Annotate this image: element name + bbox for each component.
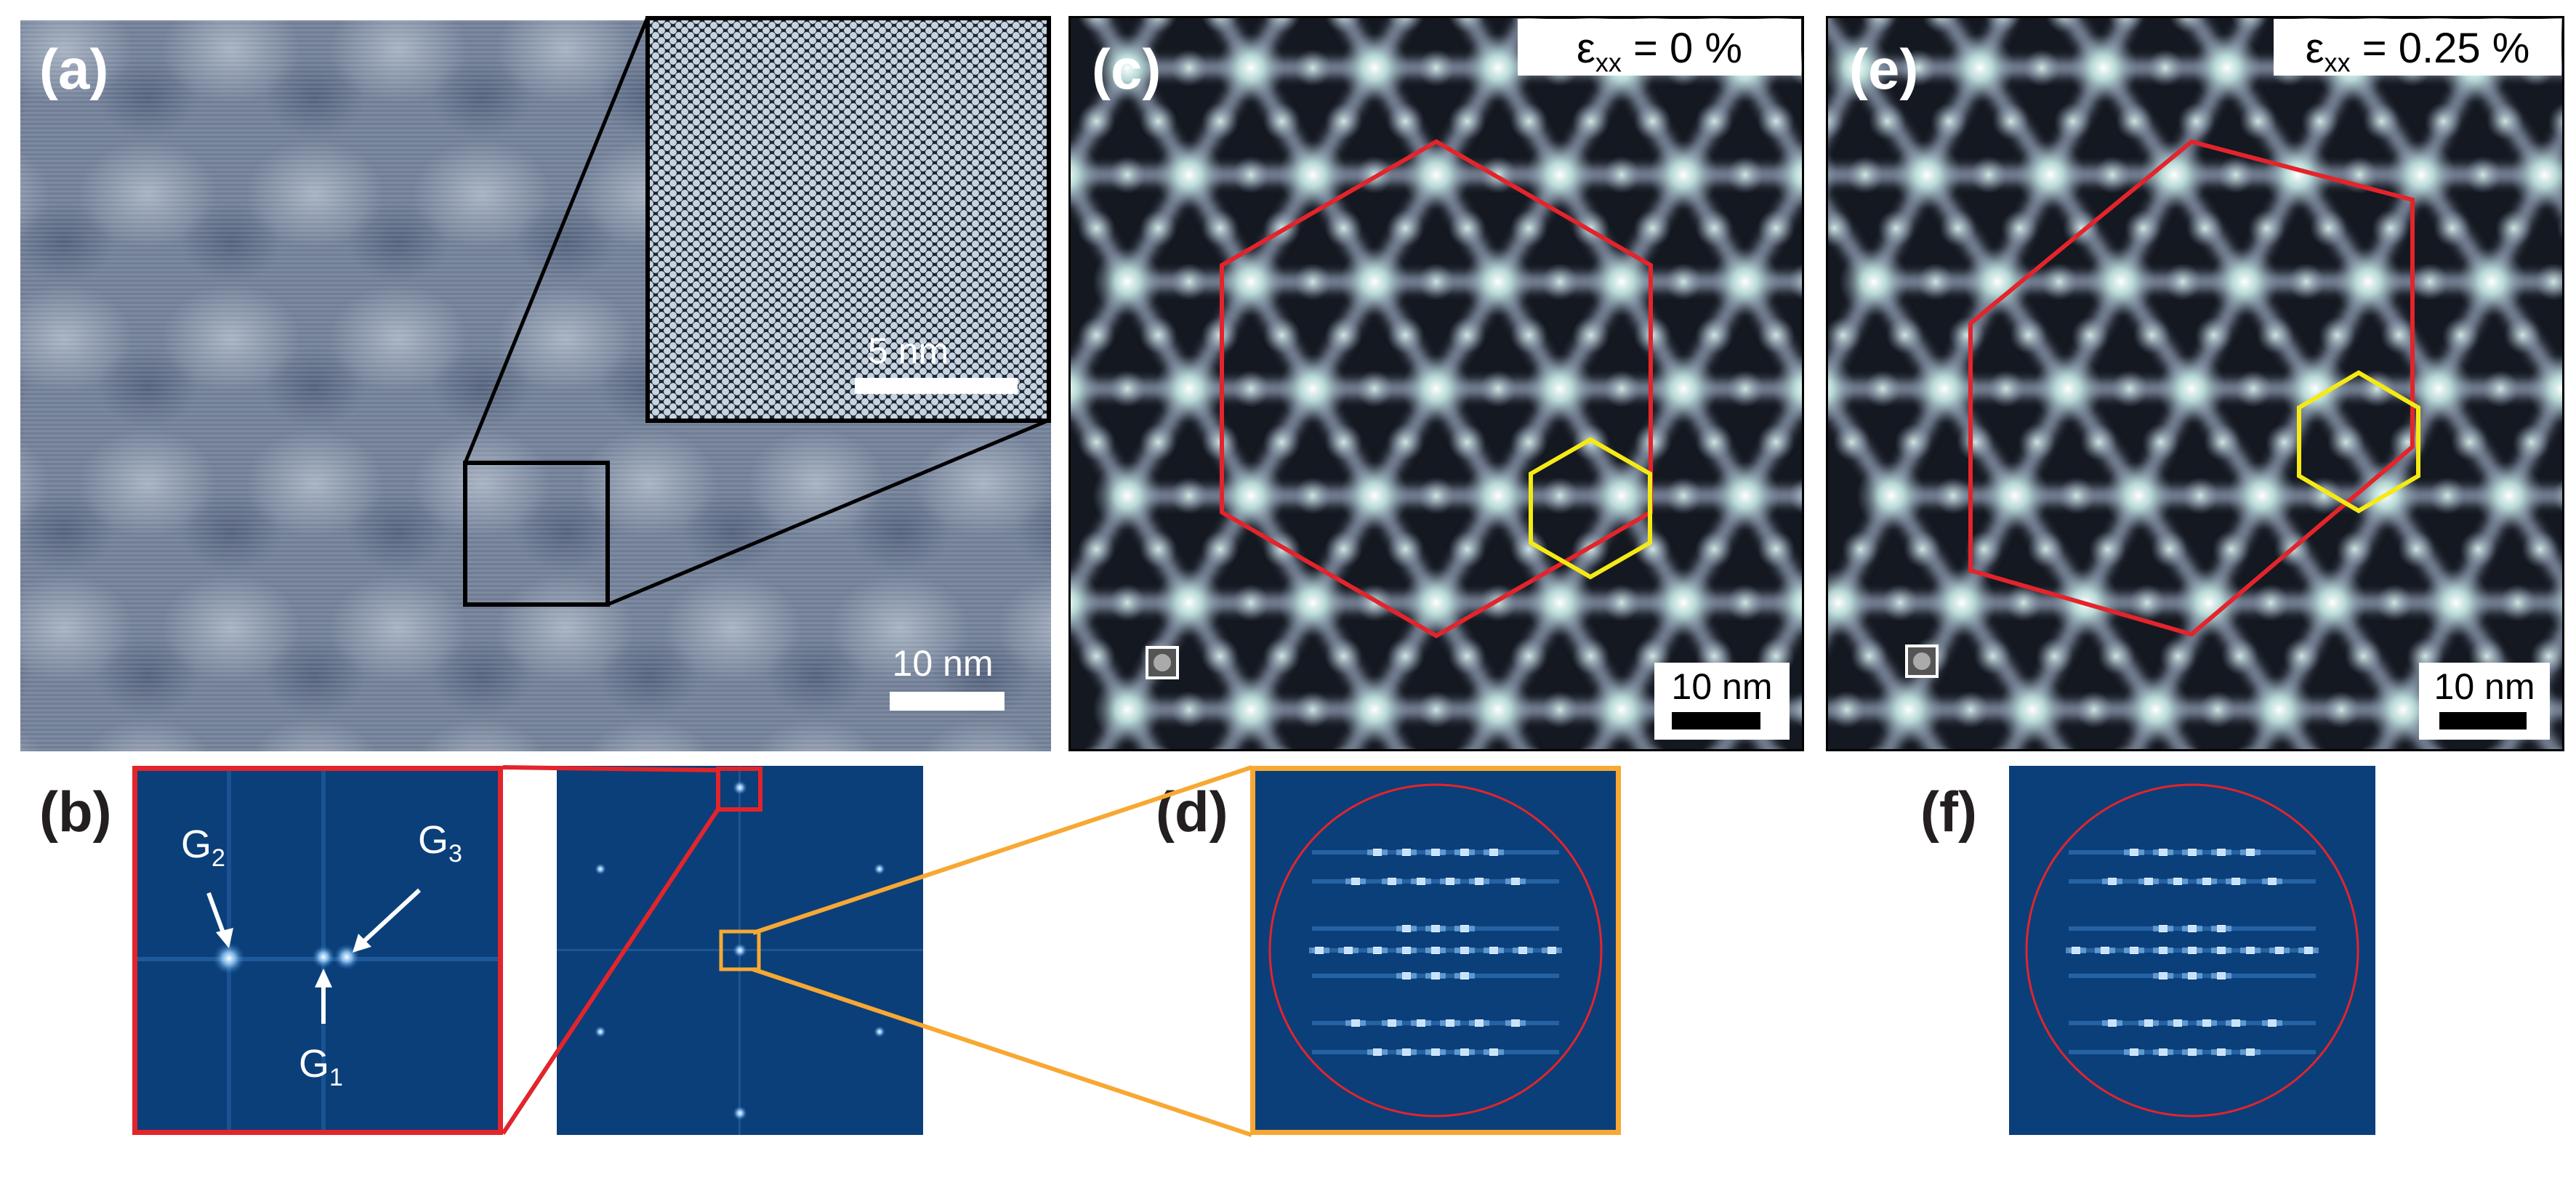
panel-label-a: (a) xyxy=(39,37,109,101)
panel-b-fft-zoom: G2 G3 G1 xyxy=(132,766,503,1135)
panel-c-scale-bar xyxy=(1672,712,1760,730)
g2-label: G2 xyxy=(181,823,225,872)
inset-scale-bar xyxy=(855,378,1018,394)
panel-d-fft xyxy=(1250,766,1621,1135)
panel-label-d: (d) xyxy=(1156,780,1228,844)
panel-a-scale-bar xyxy=(890,692,1005,711)
strain-value: = 0.25 % xyxy=(2350,25,2530,72)
panel-b-fft-full xyxy=(557,766,923,1135)
panel-e-scale-label: 10 nm xyxy=(2434,666,2535,707)
panel-c-image xyxy=(1068,16,1804,751)
panel-a-zoom-guides xyxy=(463,18,1050,607)
panel-label-f: (f) xyxy=(1920,780,1977,844)
inset-scale-label: 5 nm xyxy=(868,331,949,371)
panel-c-scale-box: 10 nm xyxy=(1654,663,1790,740)
panel-e-image xyxy=(1826,16,2564,751)
fft-d-spots xyxy=(1268,783,1603,1118)
strain-value: = 0 % xyxy=(1621,25,1742,72)
panel-a-inset: 5 nm xyxy=(645,16,1051,423)
panel-a-scale-label: 10 nm xyxy=(892,643,994,684)
strain-symbol: ε xyxy=(1577,25,1595,72)
panel-b-red-guides xyxy=(501,765,721,1135)
fft-full-spots xyxy=(557,766,923,1135)
panel-e-scale-bar xyxy=(2439,712,2527,730)
panel-e-scale-box: 10 nm xyxy=(2419,663,2550,740)
simulated-ldos-c xyxy=(1071,18,1802,749)
fft-zoom-spots xyxy=(137,771,498,1130)
panel-f-fft xyxy=(2009,766,2375,1135)
panel-c-strain-label: εxx = 0 % xyxy=(1518,19,1801,76)
panel-label-e: (e) xyxy=(1849,37,1919,101)
g1-label: G1 xyxy=(299,1042,343,1091)
strain-symbol: ε xyxy=(2305,25,2325,72)
panel-d-orange-guides xyxy=(752,765,1252,1137)
panel-c-scale-label: 10 nm xyxy=(1671,666,1773,707)
panel-label-c: (c) xyxy=(1092,37,1162,101)
g3-label: G3 xyxy=(418,818,462,868)
simulated-ldos-e xyxy=(1828,18,2562,749)
strain-subscript: xx xyxy=(2324,47,2351,78)
panel-e-strain-label: εxx = 0.25 % xyxy=(2274,19,2561,76)
strain-subscript: xx xyxy=(1595,47,1622,78)
fft-f-spots xyxy=(2025,783,2359,1118)
atomic-lattice xyxy=(650,20,1047,419)
panel-label-b: (b) xyxy=(39,780,112,844)
